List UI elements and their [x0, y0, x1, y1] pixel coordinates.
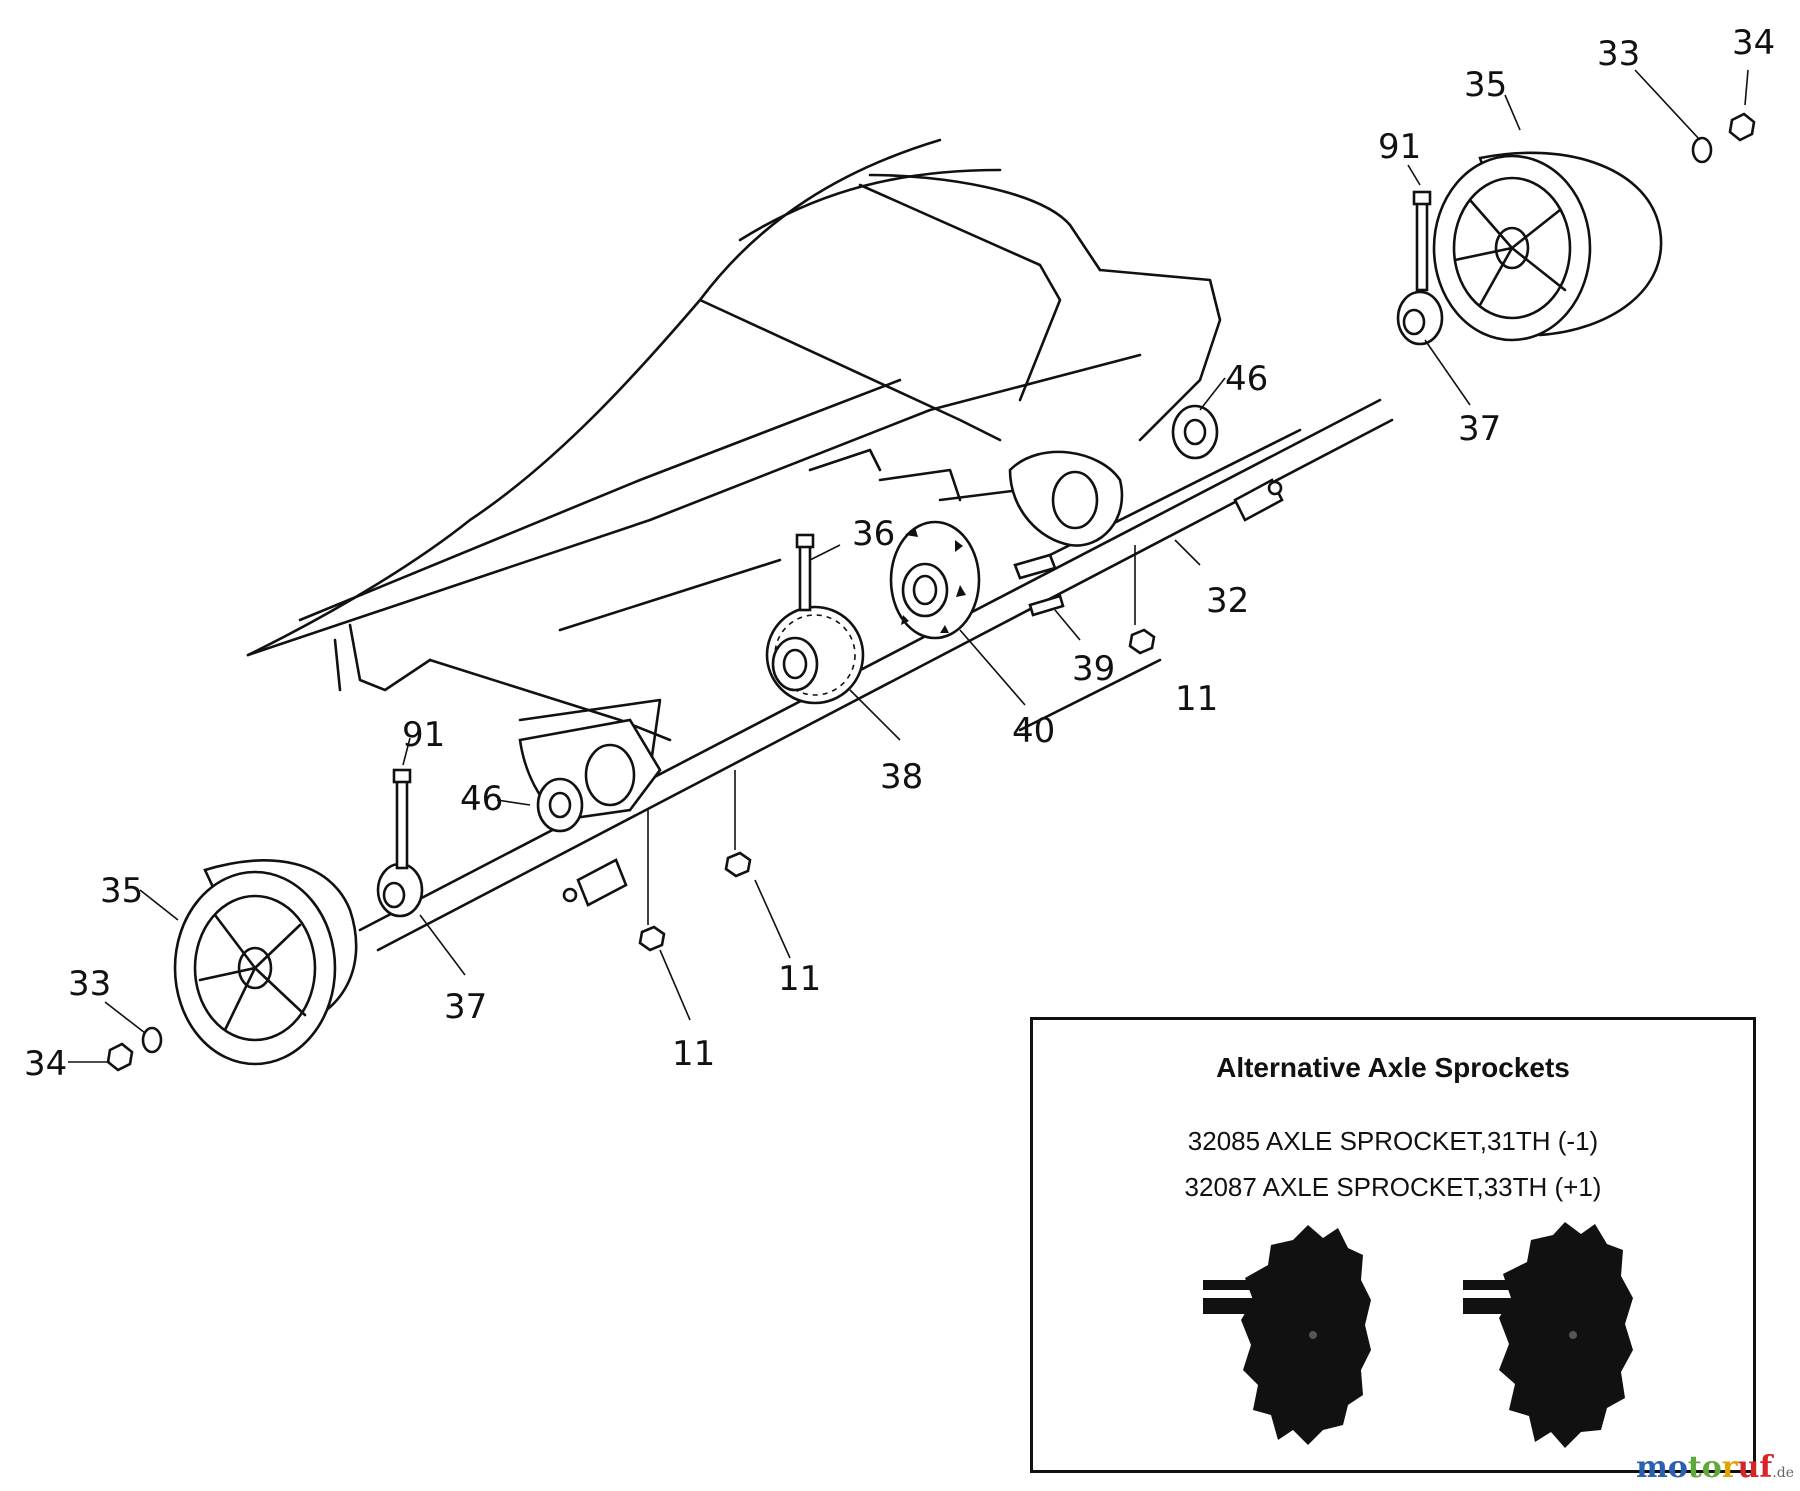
inset-title: Alternative Axle Sprockets — [1216, 1052, 1570, 1083]
right-axle-nut — [1728, 112, 1756, 142]
callout-labels: 34 33 35 91 46 37 36 32 39 11 40 38 91 4… — [24, 23, 1775, 1084]
callout-40: 40 — [1012, 711, 1055, 751]
left-bearing-housing — [518, 718, 662, 833]
callout-91-top: 91 — [1378, 127, 1421, 167]
callout-35-left: 35 — [100, 871, 143, 911]
left-wheel — [173, 859, 358, 1066]
axle-sprocket — [765, 533, 865, 705]
inset-part-list: 32085 AXLE SPROCKET,31TH (-1) 32087 AXLE… — [1033, 1118, 1753, 1210]
right-washer — [1691, 136, 1713, 164]
nut-11-center — [724, 851, 752, 878]
watermark-part: to — [1687, 1450, 1722, 1485]
callout-46-top: 46 — [1225, 359, 1268, 399]
inset-part-item: 32087 AXLE SPROCKET,33TH (+1) — [1184, 1172, 1602, 1202]
right-wheel — [1432, 151, 1663, 342]
left-lock-collar — [376, 768, 424, 918]
callout-46-left: 46 — [460, 779, 503, 819]
callout-91-left: 91 — [402, 715, 445, 755]
watermark-logo: motoruf.de — [1636, 1450, 1794, 1485]
watermark-suffix: .de — [1772, 1465, 1794, 1481]
right-lock-collar — [1396, 190, 1444, 346]
callout-34-top: 34 — [1732, 23, 1775, 63]
sprocket-31th-image — [1203, 1225, 1371, 1445]
callout-11-bottom: 11 — [672, 1034, 715, 1074]
left-axle-nut — [106, 1042, 134, 1072]
nut-11-left — [638, 925, 666, 952]
callout-33-top: 33 — [1597, 34, 1640, 74]
callout-36: 36 — [852, 514, 895, 554]
callout-37-left: 37 — [444, 987, 487, 1027]
callout-35-top: 35 — [1464, 65, 1507, 105]
sprocket-33th-image — [1463, 1222, 1633, 1448]
callout-32: 32 — [1206, 581, 1249, 621]
callout-11-center: 11 — [778, 959, 821, 999]
callout-38: 38 — [880, 757, 923, 797]
callout-39: 39 — [1072, 649, 1115, 689]
watermark-part: r — [1721, 1450, 1738, 1485]
alternative-sprockets-box: Alternative Axle Sprockets 32085 AXLE SP… — [1030, 1017, 1756, 1473]
callout-33-left: 33 — [68, 964, 111, 1004]
brake-disc-hub — [889, 520, 981, 640]
inset-part-item: 32085 AXLE SPROCKET,31TH (-1) — [1187, 1126, 1599, 1156]
callout-11-mid: 11 — [1175, 679, 1218, 719]
left-washer — [141, 1026, 163, 1054]
rear-axle — [358, 398, 1394, 952]
watermark-part: mo — [1636, 1450, 1688, 1485]
leader-lines — [68, 69, 1749, 1063]
right-bearing-housing — [1008, 404, 1219, 547]
watermark-part: uf — [1737, 1450, 1773, 1485]
callout-37-top: 37 — [1458, 409, 1501, 449]
nut-11-right — [1128, 628, 1156, 655]
sprocket-key — [1013, 553, 1057, 580]
callout-34-left: 34 — [24, 1044, 67, 1084]
brake-key — [1028, 594, 1065, 617]
